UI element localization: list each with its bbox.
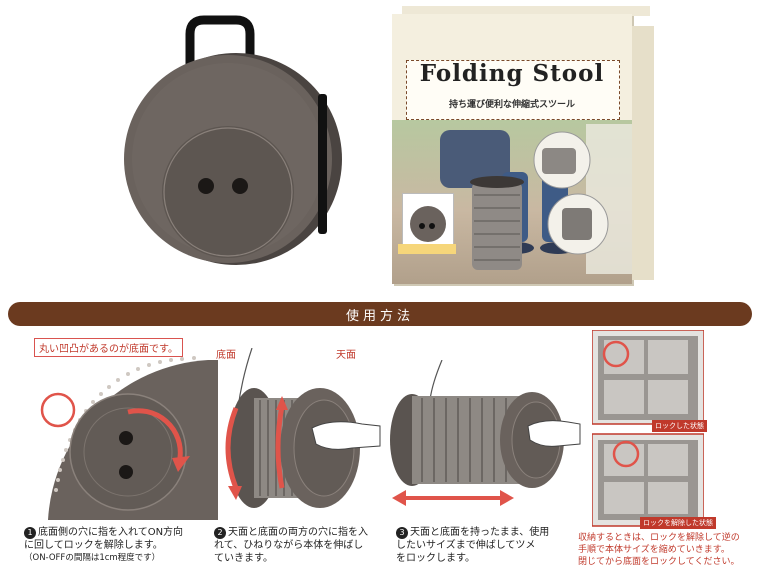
- storage-note-line1: 収納するときは、ロックを解除して逆の: [578, 533, 740, 543]
- box-thumbnail-stool: [402, 193, 454, 253]
- step3-line2: したいサイズまで伸ばしてツメ: [396, 540, 536, 551]
- lock-detail-panels: [592, 330, 704, 527]
- box-side-face: [632, 26, 654, 280]
- instructions-banner: [8, 302, 752, 326]
- step2-line1: 天面と底面の両方の穴に指を入: [228, 527, 368, 538]
- tag-locked: ロックした状態: [652, 420, 707, 432]
- product-title: Folding Stool: [419, 60, 605, 87]
- storage-note-line2: 手順で本体サイズを縮めていきます。: [578, 545, 730, 555]
- label-top-face: 天面: [336, 350, 356, 361]
- step3-line3: をロックします。: [396, 553, 475, 564]
- box-photo-person: [440, 130, 609, 270]
- step2-line2: れて、ひねりながら本体を伸ばし: [214, 540, 364, 551]
- step2-line3: ていきます。: [214, 553, 273, 564]
- step2-number: 2: [214, 527, 226, 539]
- step1-line2: に回してロックを解除します。: [24, 540, 163, 551]
- step2-illustration: [225, 348, 381, 508]
- box-title-label: [406, 60, 620, 120]
- label-bottom-face: 底面: [216, 350, 236, 361]
- step3-illustration: [390, 360, 581, 506]
- product-subtitle: 持ち運び便利な伸縮式スツール: [448, 100, 575, 110]
- step1-number: 1: [24, 527, 36, 539]
- closed-stool-photo: [124, 15, 342, 265]
- bottom-face-callout: 丸い凹凸があるのが底面です。: [34, 338, 183, 357]
- box-badge: [398, 244, 456, 254]
- storage-note-line3: 閉じてから底面をロックしてください。: [578, 557, 740, 567]
- banner-title: 使用方法: [345, 309, 414, 324]
- step3-number: 3: [396, 527, 408, 539]
- box-top-face: [402, 6, 650, 16]
- step1-illustration: [40, 356, 218, 520]
- tag-unlocked: ロックを解除した状態: [640, 517, 716, 529]
- storage-note: 収納するときは、ロックを解除して逆の 手順で本体サイズを縮めていきます。 閉じて…: [578, 532, 758, 568]
- step3-line1: 天面と底面を持ったまま、使用: [410, 527, 550, 538]
- step1-line1: 底面側の穴に指を入れてON方向: [38, 527, 184, 538]
- step1-note: （ON-OFFの間隔は1cm程度です）: [24, 553, 161, 563]
